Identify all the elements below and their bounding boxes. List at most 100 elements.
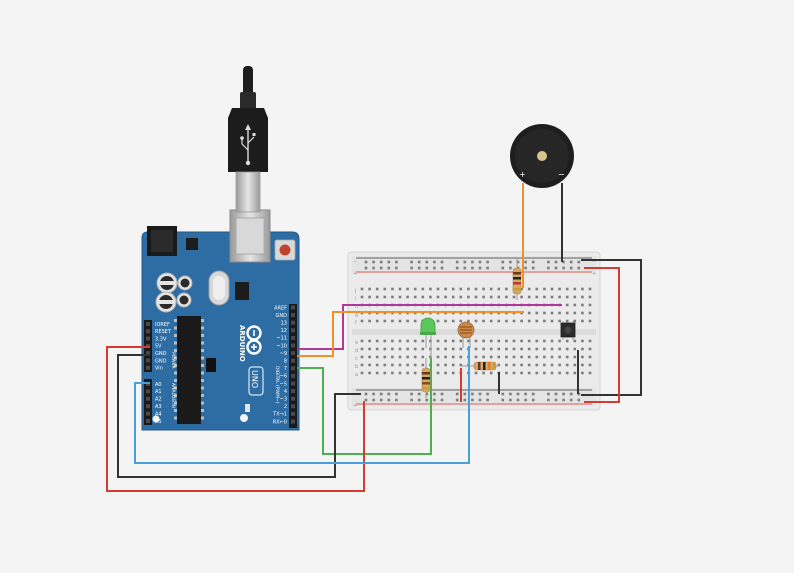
row-letter-c: c xyxy=(355,356,358,362)
digital-pin-label: ~11 xyxy=(276,336,287,342)
analog-pin-label: A2 xyxy=(155,397,162,403)
capacitor xyxy=(177,275,193,291)
wires xyxy=(106,183,642,492)
digital-pin-socket[interactable] xyxy=(291,335,295,340)
power-pin-label: 5V xyxy=(155,344,162,350)
dc-power-jack xyxy=(147,226,177,256)
digital-pin-socket[interactable] xyxy=(291,358,295,363)
power-pin-socket[interactable] xyxy=(146,329,150,334)
power-pin-label: GND xyxy=(155,358,167,364)
rail-plus-label-bottom: + xyxy=(353,403,357,409)
usb-chip xyxy=(235,282,249,300)
top-power-rail xyxy=(352,256,596,274)
analog-pin-label: A4 xyxy=(155,411,162,417)
analog-pin-socket[interactable] xyxy=(146,396,150,401)
power-pin-socket[interactable] xyxy=(146,365,150,370)
row-letter-g: g xyxy=(355,312,358,318)
small-led xyxy=(245,404,250,412)
wire-blue-a0[interactable] xyxy=(134,346,470,464)
bottom-power-rail xyxy=(352,388,596,406)
digital-pin-label: 7 xyxy=(284,366,287,372)
wire-black-gnd[interactable] xyxy=(117,354,361,478)
digital-pin-socket[interactable] xyxy=(291,328,295,333)
row-letter-b: b xyxy=(355,364,358,370)
arduino-uno-board[interactable]: ARDUINO UNO DIGITAL (PWM~) POWER ANALOG … xyxy=(141,209,300,431)
digital-pin-socket[interactable] xyxy=(291,313,295,318)
voltage-regulator xyxy=(186,238,198,250)
power-pin-socket[interactable] xyxy=(146,343,150,348)
analog-pin-socket[interactable] xyxy=(146,389,150,394)
green-led[interactable] xyxy=(420,317,436,358)
digital-pin-socket[interactable] xyxy=(291,381,295,386)
digital-pin-label: ~9 xyxy=(280,351,287,357)
wire-green-pin7[interactable] xyxy=(297,358,432,455)
row-letter-j: j xyxy=(354,288,356,294)
usb-cable[interactable] xyxy=(228,66,268,213)
digital-pin-label: 13 xyxy=(281,321,287,327)
board-brand-label: ARDUINO xyxy=(238,325,246,362)
resistor-buzzer[interactable] xyxy=(512,258,522,300)
row-letter-d: d xyxy=(355,348,358,354)
pushbutton[interactable] xyxy=(560,321,576,340)
power-pin-socket[interactable] xyxy=(146,322,150,326)
analog-pin-socket[interactable] xyxy=(146,419,150,423)
digital-pin-socket[interactable] xyxy=(291,419,295,424)
digital-pin-socket[interactable] xyxy=(291,404,295,409)
wire-magenta-pin9[interactable] xyxy=(297,304,562,350)
digital-pin-socket[interactable] xyxy=(291,373,295,378)
power-pin-label: 3.3V xyxy=(155,336,167,342)
power-pin-socket[interactable] xyxy=(146,358,150,363)
digital-pin-label: 8 xyxy=(284,359,287,365)
icsp-header xyxy=(206,358,216,372)
atmega-microcontroller xyxy=(174,316,204,424)
wire-red-right-rails[interactable] xyxy=(584,267,620,403)
buzzer-plus-label: + xyxy=(519,170,526,179)
power-pin-label: Vin xyxy=(155,366,163,372)
row-letter-a: a xyxy=(355,372,358,378)
digital-pin-socket[interactable] xyxy=(291,305,295,310)
digital-pin-socket[interactable] xyxy=(291,320,295,325)
usb-symbol-icon xyxy=(240,124,256,166)
digital-pin-label: TX→1 xyxy=(272,412,287,418)
analog-pin-label: A0 xyxy=(155,382,162,388)
rail-minus-label-top: − xyxy=(353,259,357,265)
analog-pin-label: A5 xyxy=(155,419,162,425)
wire-orange-pin8[interactable] xyxy=(297,311,524,357)
resistor-photoresistor[interactable] xyxy=(462,361,500,371)
digital-pin-socket[interactable] xyxy=(291,351,295,356)
reset-button[interactable] xyxy=(274,239,296,261)
wire-red-5v[interactable] xyxy=(106,346,365,492)
rail-minus-label-top-right: − xyxy=(592,259,596,265)
capacitor xyxy=(156,272,178,294)
analog-pin-label: A3 xyxy=(155,404,162,410)
digital-pin-socket[interactable] xyxy=(291,366,295,371)
digital-pin-socket[interactable] xyxy=(291,343,295,348)
power-header-label: POWER xyxy=(170,352,176,369)
photoresistor[interactable] xyxy=(457,321,475,348)
digital-pin-label: GND xyxy=(276,313,288,319)
power-pin-socket[interactable] xyxy=(146,336,150,341)
digital-pin-label: AREF xyxy=(274,305,287,311)
resistor-led[interactable] xyxy=(421,358,431,398)
row-letter-i: i xyxy=(355,296,356,302)
digital-pin-label: ~6 xyxy=(280,374,287,380)
piezo-buzzer[interactable]: + − xyxy=(510,124,574,188)
arduino-logo xyxy=(246,325,262,355)
power-pin-label: IOREF xyxy=(155,322,170,328)
wire-black-right-rails[interactable] xyxy=(581,259,642,396)
digital-pin-socket[interactable] xyxy=(291,411,295,416)
rail-plus-label-top: + xyxy=(353,271,357,277)
analog-pin-socket[interactable] xyxy=(146,411,150,416)
uno-badge: UNO xyxy=(248,366,264,396)
digital-pin-socket[interactable] xyxy=(291,396,295,401)
digital-pin-socket[interactable] xyxy=(291,389,295,394)
row-letter-e: e xyxy=(355,340,358,346)
mounting-hole xyxy=(240,414,248,422)
digital-pin-label: 2 xyxy=(284,404,287,410)
power-pin-socket[interactable] xyxy=(146,351,150,356)
mounting-hole xyxy=(152,415,160,423)
analog-pin-socket[interactable] xyxy=(146,404,150,409)
